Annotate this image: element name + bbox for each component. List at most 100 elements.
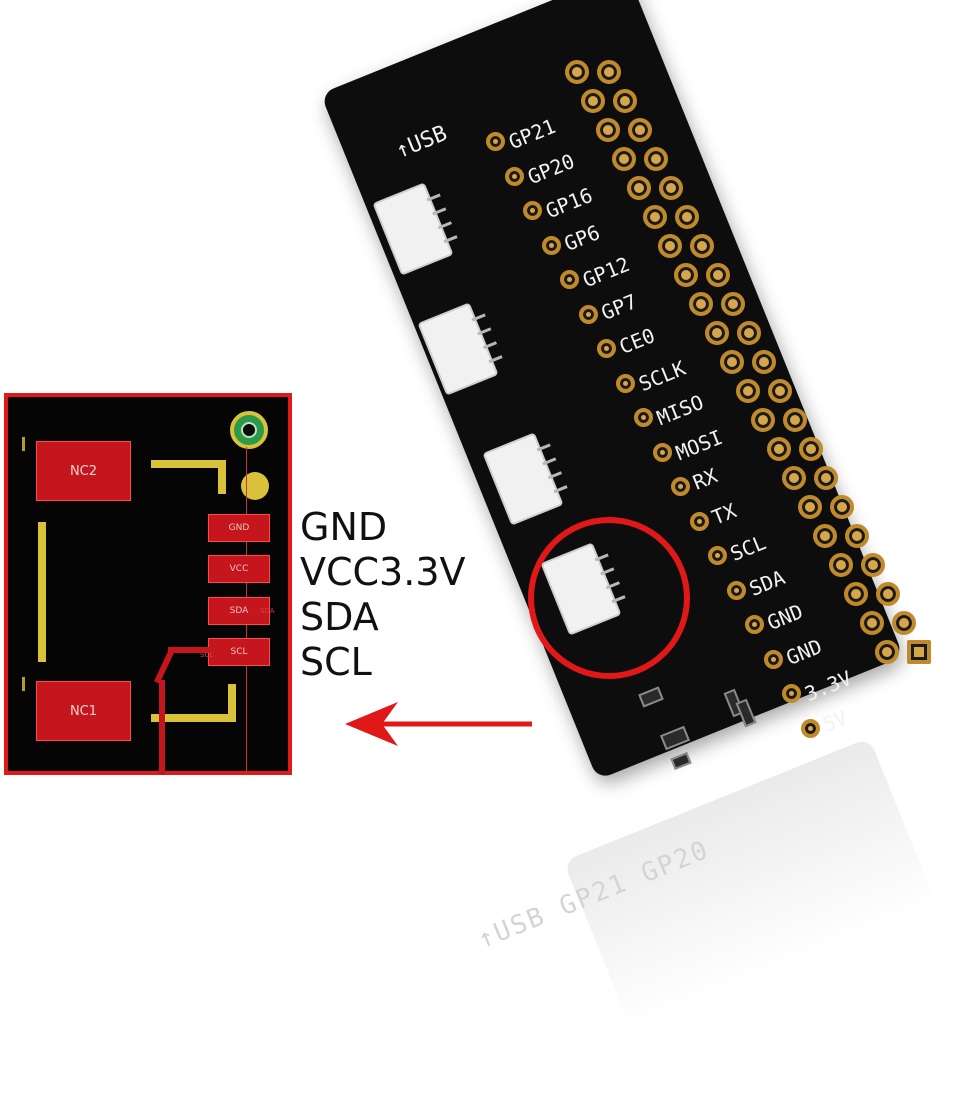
connector-pin xyxy=(477,327,492,336)
pin-label-scl: SCL xyxy=(300,640,372,684)
gpio-pad-hole xyxy=(671,477,690,496)
header-pin-hole xyxy=(611,147,636,171)
header-pin-hole xyxy=(674,205,699,229)
gpio-label: GND xyxy=(782,633,825,670)
pin-label-vcc: VCC3.3V xyxy=(300,550,466,594)
pad-vcc: VCC xyxy=(208,555,270,583)
gpio-pad-hole xyxy=(652,442,672,462)
header-pin-hole xyxy=(736,321,761,345)
header-pin-hole xyxy=(690,234,714,258)
gpio-label: GP6 xyxy=(560,219,603,256)
connector-pin xyxy=(482,341,497,350)
gpio-label: RX xyxy=(689,463,721,495)
header-pin-hole xyxy=(876,582,900,606)
silk-top-horizontal xyxy=(151,460,226,468)
sda-net-label: SDA xyxy=(260,607,275,615)
gpio-label: MISO xyxy=(653,389,707,431)
gpio-pad-hole xyxy=(634,408,653,427)
header-pin-hole xyxy=(828,553,853,577)
gpio-pad-hole xyxy=(745,615,764,634)
pad-scl: SCL xyxy=(208,638,270,666)
gpio-label: SCLK xyxy=(634,355,689,396)
header-pin-hole xyxy=(596,118,620,142)
smd-component xyxy=(735,698,757,728)
header-pin-hole xyxy=(720,350,744,374)
gpio-pad-hole xyxy=(504,166,524,186)
header-pin-hole xyxy=(875,640,899,664)
silk-left-bottom-curve xyxy=(22,677,25,691)
scl-trace-horizontal xyxy=(168,647,210,653)
gpio-label: 5V xyxy=(818,704,851,737)
jst-connector xyxy=(417,302,503,396)
connector-pin xyxy=(536,443,551,452)
header-pin-hole xyxy=(580,89,605,113)
connector-pin xyxy=(471,313,486,322)
header-pin-hole xyxy=(891,611,916,635)
board-reflection xyxy=(563,737,967,1102)
gpio-pad-hole xyxy=(800,718,820,738)
connector-pin xyxy=(542,457,557,466)
pad-nc2: NC2 xyxy=(36,441,131,501)
gpio-pad-hole xyxy=(763,649,783,669)
gpio-label: GP16 xyxy=(542,182,596,224)
gpio-pad-hole xyxy=(578,304,598,324)
silk-bottom-horizontal xyxy=(151,714,236,722)
gpio-label: SDA xyxy=(745,564,788,601)
header-pin-hole xyxy=(612,89,637,113)
header-pin-hole xyxy=(721,292,745,316)
gpio-pad-hole xyxy=(541,235,561,255)
connector-pin xyxy=(443,235,458,244)
header-pin-hole xyxy=(673,263,698,287)
gpio-pad-hole xyxy=(708,546,727,565)
header-pin-hole xyxy=(658,234,682,258)
gpio-pad-hole xyxy=(597,339,616,358)
pin-label-sda: SDA xyxy=(300,595,379,639)
connector-pin xyxy=(437,221,452,230)
smd-component xyxy=(670,752,692,770)
gpio-label: GND xyxy=(763,599,807,635)
header-pin-hole xyxy=(627,176,651,200)
pad-sda: SDA xyxy=(208,597,270,625)
pad-gnd: GND xyxy=(208,514,270,542)
gpio-label: GP21 xyxy=(505,113,559,155)
scl-net-label: SCL xyxy=(200,651,214,659)
gpio-pad-hole xyxy=(782,684,801,703)
header-pin-hole xyxy=(782,466,806,490)
connector-callout-circle xyxy=(528,517,690,679)
header-pin-hole xyxy=(845,524,869,548)
pad-nc1: NC1 xyxy=(36,681,131,741)
left-arrow-icon xyxy=(345,702,532,746)
gpio-label: 3.3V xyxy=(801,665,855,707)
header-pin-hole xyxy=(735,379,760,403)
via-hole xyxy=(241,422,257,438)
header-pin-hole xyxy=(752,350,776,374)
header-pin-hole xyxy=(597,60,621,84)
gpio-label: GP20 xyxy=(523,148,578,189)
header-pin-hole xyxy=(814,466,838,490)
gpio-pad-hole xyxy=(560,270,579,289)
header-pin-hole xyxy=(704,321,729,345)
gpio-label: GP7 xyxy=(597,288,640,325)
header-pin-hole xyxy=(844,582,868,606)
header-pin-hole xyxy=(783,408,807,432)
header-pin-hole xyxy=(767,379,792,403)
header-pin-hole xyxy=(628,118,652,142)
scl-trace-vertical xyxy=(159,680,165,775)
gpio-label: MOSI xyxy=(671,424,726,465)
gpio-label: GP12 xyxy=(579,251,633,293)
silk-bottom-vertical xyxy=(228,684,236,722)
header-pin-hole xyxy=(689,292,713,316)
header-pin-hole xyxy=(643,147,668,171)
jst-connector xyxy=(482,432,568,526)
header-pin-hole xyxy=(751,408,775,432)
pin-label-gnd: GND xyxy=(300,505,388,549)
jst-connector xyxy=(372,182,458,276)
connector-pin xyxy=(426,193,441,202)
gpio-pad-hole xyxy=(615,373,635,393)
header-pin-hole xyxy=(797,495,822,519)
smd-component xyxy=(659,725,691,751)
header-pin-hole xyxy=(642,205,667,229)
scl-trace-diagonal xyxy=(154,650,174,684)
silk-left-bar xyxy=(38,522,46,662)
connector-pin xyxy=(547,471,562,480)
